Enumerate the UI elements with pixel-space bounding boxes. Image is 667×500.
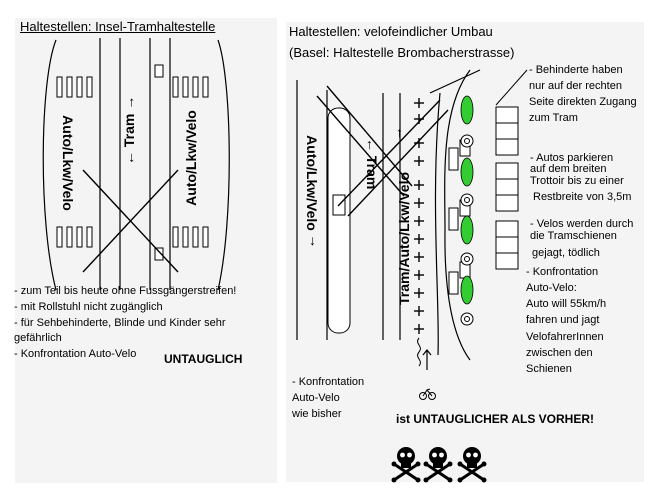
right-lane-label-tram: ← Tram bbox=[364, 138, 380, 190]
up-arrow-icon: → bbox=[121, 95, 137, 110]
right-note-2-line-2: auf dem breiten bbox=[530, 163, 607, 175]
right-note-3-line-3: gejagt, tödlich bbox=[532, 247, 600, 259]
skull-crossbones-icon bbox=[457, 447, 487, 483]
right-note-1-line-2: nur auf der rechten bbox=[529, 80, 622, 92]
right-note-2-line-1: - Autos parkieren bbox=[530, 152, 614, 164]
right-note-4-line-1: - Konfrontation bbox=[526, 266, 599, 278]
left-crosswalk-top-right bbox=[172, 76, 209, 98]
bicycle-icon bbox=[419, 388, 436, 400]
left-lane-label-right: Auto/Lkw/Velo bbox=[183, 110, 199, 206]
skull-crossbones-icon bbox=[391, 447, 421, 483]
right-wave-squiggle bbox=[417, 337, 421, 367]
right-lane-label-left-text: Auto/Lkw/Velo bbox=[304, 135, 320, 231]
left-note-4: gefährlich bbox=[14, 332, 62, 344]
right-tram-label: Tram bbox=[364, 155, 380, 190]
up-arrow-icon bbox=[422, 349, 432, 370]
down-arrow-icon: ↓ bbox=[309, 232, 316, 248]
right-note-4-line-3: Auto will 55km/h bbox=[526, 298, 607, 310]
left-note-3: - für Sehbehinderte, Blinde und Kinder s… bbox=[14, 317, 226, 329]
right-traffic-island bbox=[327, 107, 351, 334]
right-note-4-line-7: Schienen bbox=[526, 363, 572, 375]
left-crosswalk-bottom-right bbox=[172, 226, 209, 248]
right-note-3-line-1: - Velos werden durch bbox=[530, 218, 634, 230]
right-road-lines bbox=[296, 69, 481, 361]
right-note-1-line-4: zum Tram bbox=[529, 112, 578, 124]
right-trees bbox=[460, 95, 474, 326]
left-note-1: - zum Teil bis heute ohne Fussgängerstre… bbox=[14, 285, 237, 297]
left-lane-label-tram: ← Tram → bbox=[121, 96, 137, 165]
left-note-5: - Konfrontation Auto-Velo bbox=[14, 348, 137, 360]
left-platform-markers bbox=[154, 64, 164, 261]
skull-crossbones-icon bbox=[423, 447, 453, 483]
right-title: Haltestellen: velofeindlicher Umbau bbox=[289, 24, 493, 39]
right-verdict: ist UNTAUGLICHER ALS VORHER! bbox=[396, 412, 594, 426]
right-note-4-line-4: fahren und jagt bbox=[526, 314, 600, 326]
left-big-x bbox=[82, 169, 179, 273]
left-crosswalk-top-left bbox=[56, 76, 93, 98]
right-note-2-line-4: Restbreite von 3,5m bbox=[533, 191, 632, 203]
left-tram-label: Tram bbox=[121, 113, 137, 148]
right-note-2-line-3: Trottoir bis zu einer bbox=[530, 175, 624, 187]
right-note-4-line-6: zwischen den bbox=[526, 347, 593, 359]
right-callout-line bbox=[495, 69, 528, 106]
right-note-1-line-3: Seite direkten Zugang bbox=[529, 96, 637, 108]
right-bottom-note-3: wie bisher bbox=[292, 408, 342, 420]
right-stop-shelters bbox=[495, 106, 519, 270]
down-arrow-icon: ← bbox=[121, 151, 137, 165]
left-lane-label-left: Auto/Lkw/Velo bbox=[60, 115, 76, 211]
right-lane-label-left: Auto/Lkw/Velo bbox=[304, 133, 320, 233]
right-lane-label-mixed: Tram/Auto/Lkw/Velo bbox=[396, 171, 412, 305]
left-note-2: - mit Rollstuhl nicht zugänglich bbox=[14, 301, 163, 313]
right-note-4-line-5: VelofahrerInnen bbox=[526, 331, 604, 343]
right-bottom-note-2: Auto-Velo bbox=[292, 392, 340, 404]
left-verdict: UNTAUGLICH bbox=[164, 352, 243, 366]
right-double-x bbox=[316, 85, 449, 217]
up-arrow-icon: ← bbox=[364, 138, 380, 152]
right-note-4-line-2: Auto-Velo: bbox=[526, 282, 577, 294]
right-note-1-line-1: - Behinderte haben bbox=[529, 64, 623, 76]
left-crosswalk-bottom-left bbox=[56, 226, 93, 248]
right-bottom-note-1: - Konfrontation bbox=[292, 376, 365, 388]
left-title: Haltestellen: Insel-Tramhaltestelle bbox=[20, 19, 216, 34]
right-subtitle: (Basel: Haltestelle Brombacherstrasse) bbox=[289, 45, 515, 60]
left-road-outline bbox=[42, 38, 230, 291]
right-note-3-line-2: die Tramschienen bbox=[530, 230, 617, 242]
up-arrow-icon: ↑ bbox=[396, 124, 403, 140]
right-rail-plus-marks bbox=[414, 98, 424, 334]
